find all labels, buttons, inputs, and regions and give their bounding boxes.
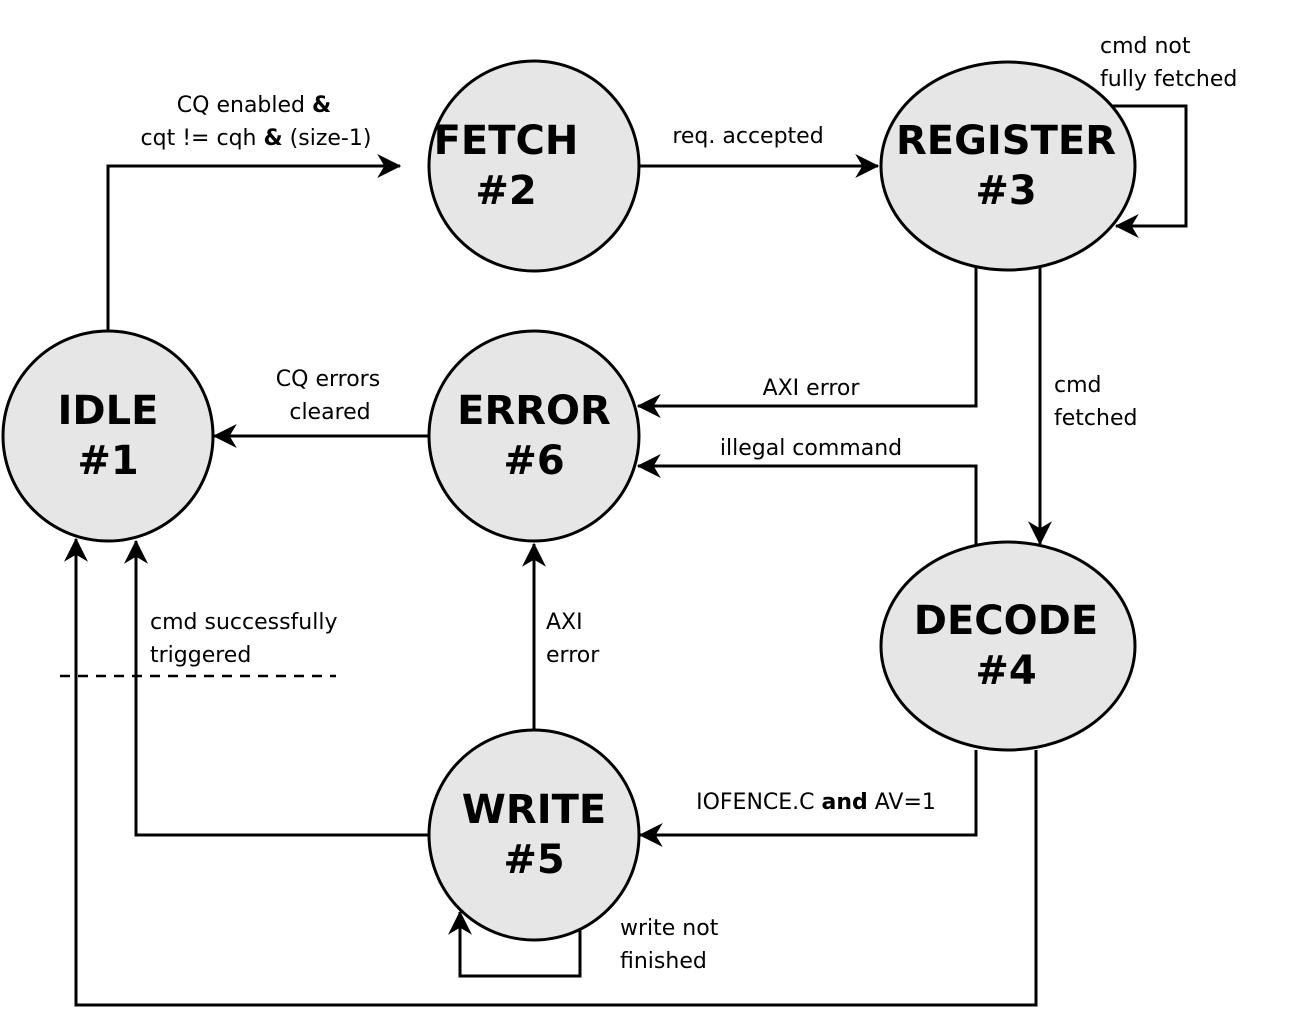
edge-decode-to-error [636, 454, 978, 546]
edge-write-to-idle [124, 539, 428, 837]
label-fetch-to-register: req. accepted [672, 124, 823, 149]
state-decode: DECODE #4 [879, 540, 1137, 752]
state-fetch-name: FETCH [434, 118, 579, 164]
state-write: WRITE #5 [427, 728, 641, 942]
edge-idle-to-fetch [106, 154, 402, 330]
label-decode-to-write: IOFENCE.C and AV=1 [696, 790, 936, 815]
edge-register-self-loop [1112, 104, 1188, 238]
state-write-name: WRITE [462, 787, 606, 833]
state-fetch: FETCH #2 [427, 59, 641, 273]
svg-text:finished: finished [620, 949, 707, 974]
svg-text:cmd not: cmd not [1100, 34, 1191, 59]
state-register: REGISTER #3 [879, 60, 1137, 272]
svg-text:fully fetched: fully fetched [1100, 67, 1237, 92]
label-register-to-decode: cmd fetched [1054, 373, 1137, 431]
label-register-to-error: AXI error [763, 376, 861, 401]
svg-text:CQ errors: CQ errors [276, 367, 380, 392]
svg-text:fetched: fetched [1054, 406, 1137, 431]
edge-decode-to-idle [64, 537, 1038, 1007]
state-error-number: #6 [503, 438, 564, 484]
label-idle-to-fetch: CQ enabled & cqt != cqh & (size-1) [141, 93, 372, 151]
label-write-to-idle: cmd successfully triggered [150, 610, 337, 668]
svg-text:triggered: triggered [150, 643, 251, 668]
state-register-number: #3 [975, 168, 1036, 214]
state-write-number: #5 [503, 837, 564, 883]
svg-text:AXI: AXI [546, 610, 583, 635]
label-write-self-loop: write not finished [620, 916, 719, 974]
svg-text:cleared: cleared [289, 400, 370, 425]
state-idle-number: #1 [77, 438, 138, 484]
edge-write-self-loop [448, 910, 582, 978]
svg-text:cmd: cmd [1054, 373, 1102, 398]
state-register-name: REGISTER [896, 118, 1116, 164]
label-error-to-idle: CQ errors cleared [276, 367, 380, 425]
state-idle-name: IDLE [58, 388, 159, 434]
state-error: ERROR #6 [427, 329, 641, 543]
svg-text:cmd successfully: cmd successfully [150, 610, 337, 635]
state-idle: IDLE #1 [1, 329, 215, 543]
svg-text:error: error [546, 643, 600, 668]
state-decode-name: DECODE [914, 598, 1098, 644]
edge-register-to-error [636, 268, 978, 418]
state-fetch-number: #2 [475, 168, 536, 214]
svg-text:cqt != cqh & (size-1): cqt != cqh & (size-1) [141, 126, 372, 151]
svg-text:CQ enabled &: CQ enabled & [177, 93, 331, 118]
svg-text:write not: write not [620, 916, 719, 941]
edge-decode-to-write [638, 750, 978, 847]
state-decode-number: #4 [975, 648, 1036, 694]
state-error-name: ERROR [457, 388, 611, 434]
label-write-to-error: AXI error [546, 610, 600, 668]
label-decode-to-error: illegal command [720, 436, 902, 461]
label-register-self-loop: cmd not fully fetched [1100, 34, 1237, 92]
